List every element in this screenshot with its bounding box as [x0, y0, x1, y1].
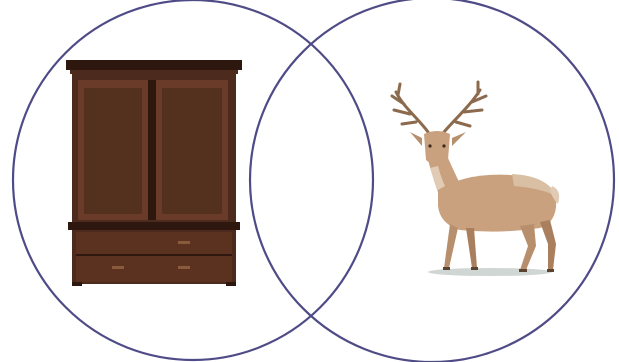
wardrobe-door-divider: [148, 80, 156, 220]
wardrobe-cornice: [66, 60, 242, 70]
wardrobe-cornice-trim: [70, 70, 238, 74]
deer-leg: [466, 228, 477, 268]
deer-antlers: [392, 82, 486, 132]
deer-leg: [540, 220, 556, 270]
wardrobe-knob: [112, 266, 124, 269]
deer-icon: [392, 82, 559, 276]
deer-ear: [410, 132, 422, 146]
wardrobe-left-door-panel: [84, 88, 142, 214]
wardrobe-drawer-bottom: [76, 256, 232, 282]
wardrobe-drawer-top: [76, 232, 232, 254]
deer-ear: [452, 132, 466, 146]
wardrobe-right-door-panel: [162, 88, 222, 214]
right-set-circle: [250, 0, 614, 362]
wardrobe-knob: [178, 266, 190, 269]
wardrobe-icon: [66, 60, 242, 286]
deer-leg: [444, 224, 458, 268]
wardrobe-knob: [178, 241, 190, 244]
deer-leg: [520, 224, 536, 270]
wardrobe-ledge: [68, 222, 240, 230]
